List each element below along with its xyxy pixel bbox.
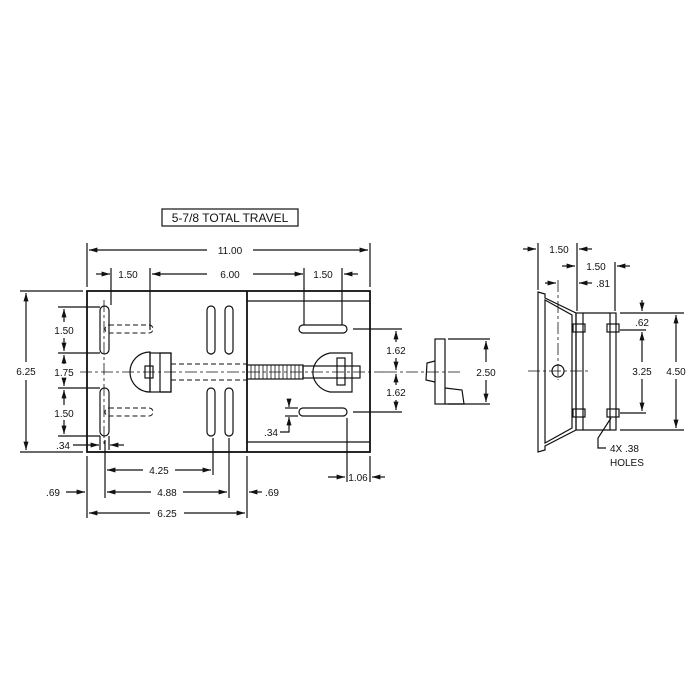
top-view [80,290,385,453]
hole [572,323,586,333]
dim-slot-span-left: 1.50 [118,270,138,281]
dim-side-mid: 1.50 [586,262,606,273]
hole [606,323,620,333]
hole [572,408,586,418]
slot [298,324,348,334]
dim-side-overall: 4.50 [666,367,686,378]
dim-slot-width-left: .34 [56,441,70,452]
holes-note-label: HOLES [610,458,644,469]
hidden-slot [104,324,154,334]
slot [224,305,234,355]
slot [224,387,234,437]
dim-offset-1-06: 1.06 [348,473,368,484]
holes-note: 4X .38 [610,444,639,455]
hole [606,408,620,418]
slot [206,305,216,355]
dim-edge-right: .69 [265,488,279,499]
slot [206,387,216,437]
title-box: 5-7/8 TOTAL TRAVEL [161,208,299,227]
dim-4-88: 4.88 [157,488,177,499]
dim-overall-height: 6.25 [16,367,36,378]
dim-side-62: .62 [635,318,649,329]
left-clamp [129,351,151,393]
dim-4-25: 4.25 [149,466,169,477]
side-view: 1.50 1.50 .81 .62 3.25 4.50 4X .38 HOLES [523,243,686,469]
dim-clamp-height: 2.50 [476,368,496,379]
dim-side-81: .81 [596,279,610,290]
dim-slot-len-lower: 1.50 [54,409,74,420]
dim-slot-gap: 1.75 [54,368,74,379]
slot [99,305,110,355]
clamp-end-view: 2.50 [385,338,496,405]
dim-slot-len-upper: 1.50 [54,326,74,337]
dimensions: 11.00 1.50 6.00 1.50 6.25 1.50 1.75 1.50… [16,243,406,520]
dim-slot-width-right: .34 [264,428,278,439]
dim-side-top: 1.50 [549,245,569,256]
hidden-slot [104,407,154,417]
title-text: 5-7/8 TOTAL TRAVEL [172,211,289,225]
dim-lower-offset: 1.62 [386,388,406,399]
slot [298,407,348,417]
right-clamp [312,352,353,393]
dim-overall-length: 11.00 [218,246,243,257]
dim-hole-spacing: 3.25 [632,367,652,378]
dim-slot-span-right: 1.50 [313,270,333,281]
dim-upper-offset: 1.62 [386,346,406,357]
slot [99,387,110,437]
leader-line [597,417,612,449]
dim-edge-left: .69 [46,488,60,499]
dim-base-length: 6.25 [157,509,177,520]
dim-slot-center-span: 6.00 [220,270,240,281]
